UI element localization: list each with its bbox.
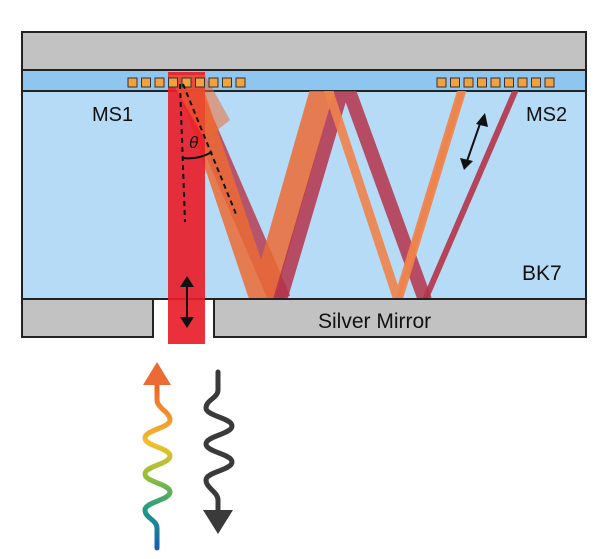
substrate-label: BK7: [522, 262, 562, 285]
nanoantenna: [208, 77, 219, 88]
angle-arc: [181, 151, 213, 160]
silver-mirror-left: [21, 298, 154, 338]
reflected-beam-orange-1: [179, 91, 335, 299]
input-light-arrow-icon: [142, 362, 173, 551]
reflected-beam-orange-3: [395, 91, 465, 299]
nanoantenna: [450, 77, 460, 88]
nanoantenna: [531, 77, 541, 88]
incident-beam-fan: [168, 75, 230, 140]
nanoantenna: [127, 77, 138, 88]
nanoantenna: [195, 77, 205, 88]
nanoantenna: [490, 77, 501, 88]
nanoantenna: [463, 77, 474, 88]
ms1-nanoantenna-array: [127, 77, 246, 88]
reflected-beam-crimson-2: [273, 91, 432, 299]
nanoantenna: [235, 77, 246, 88]
silver-mirror-right: [213, 298, 587, 338]
nanoantenna: [222, 77, 232, 88]
output-light-arrow-icon: [203, 369, 235, 534]
metasurface-layer: [21, 69, 587, 92]
nanoantenna: [154, 77, 165, 88]
polarization-arrow-icon: [180, 276, 194, 328]
nanoantenna: [477, 77, 487, 88]
nanoantenna: [168, 77, 178, 88]
nanoantenna: [436, 77, 447, 88]
nanoantenna: [517, 77, 528, 88]
polarization-arrow-ms2-icon: [460, 113, 488, 170]
ms2-nanoantenna-array: [436, 77, 555, 88]
top-cover-plate: [21, 31, 587, 71]
nanoantenna: [504, 77, 514, 88]
nanoantenna: [141, 77, 151, 88]
ms1-label: MS1: [92, 104, 133, 126]
ms2-label: MS2: [526, 104, 567, 126]
angle-theta-label: θ: [189, 133, 199, 152]
nanoantenna: [544, 77, 555, 88]
reflected-beam-crimson-3: [422, 91, 519, 299]
mirror-label: Silver Mirror: [318, 310, 431, 333]
nanoantenna: [181, 77, 192, 88]
